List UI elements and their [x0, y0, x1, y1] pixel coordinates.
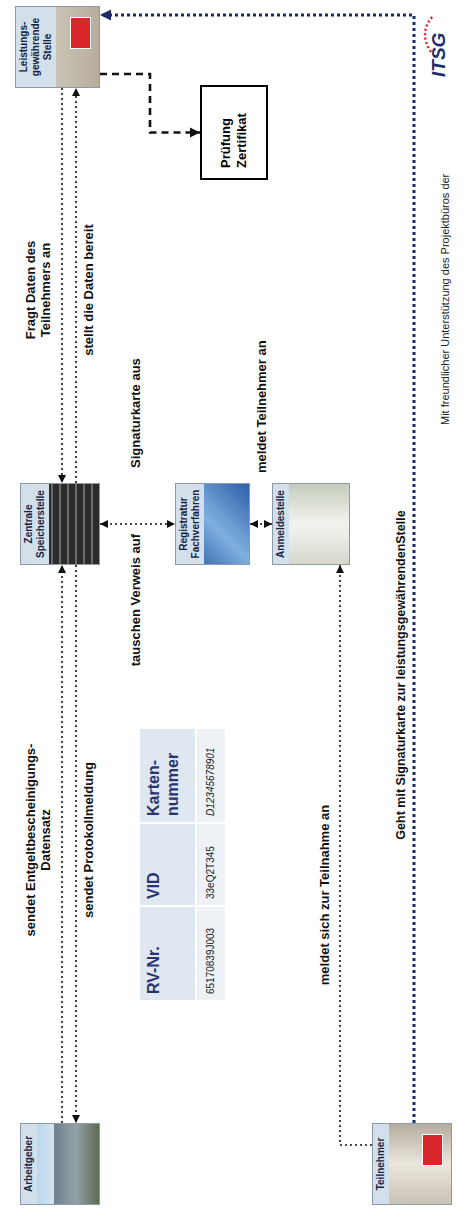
connector-note: Signaturkarte aus [128, 310, 143, 470]
node-header: Registratur Fachverfahren [176, 484, 204, 564]
table-text: RV-Nr. [144, 913, 163, 994]
connector [100, 520, 175, 528]
data-table: RV-Nr. VID Karten- nummer 65170839J003 33eQ2… [140, 727, 225, 1000]
edge-label: meldet Teilnehmer an [254, 295, 269, 475]
table-header-cell: RV-Nr. [140, 907, 195, 1000]
arrowhead [58, 475, 66, 483]
arrowhead [264, 520, 272, 528]
participant-node: Teilnehmer [372, 1123, 452, 1205]
arrowhead [72, 88, 80, 96]
storage-node: Zentrale Speicherstelle [20, 483, 100, 565]
edge-label: meldet sich zur Teilnahme an [317, 765, 332, 1025]
node-header: Anmeldestelle [273, 484, 289, 564]
connector-line [100, 74, 200, 133]
certificate-check-box: Prüfung Zertifikat [200, 85, 268, 180]
connector [100, 10, 414, 1124]
connector-line [75, 565, 77, 1123]
connector-line [61, 88, 63, 483]
arrowhead [167, 520, 175, 528]
table-text: 65170839J003 [204, 913, 218, 994]
edge-label: sendet Entgeltbescheinigungs- Datensatz [23, 715, 53, 965]
registry-node: Registratur Fachverfahren [175, 483, 250, 565]
table-text: D12345678901 [204, 735, 218, 816]
node-label: Leistungs- gewährende Stelle [18, 10, 54, 84]
node-header: Teilnehmer [373, 1124, 389, 1204]
arrowhead [336, 565, 344, 573]
benefit-agency-node: Leistungs- gewährende Stelle [15, 6, 100, 88]
node-label: Anmeldestelle [275, 487, 287, 561]
table-header-cell: Karten- nummer [140, 729, 195, 822]
table-data-cell: 65170839J003 [197, 907, 225, 1000]
connector [72, 565, 80, 1123]
table-data-cell: 33eQ2T345 [197, 824, 225, 905]
node-label: Prüfung Zertifikat [218, 97, 250, 168]
arrowhead [100, 520, 108, 528]
connector-line [340, 565, 372, 1145]
registration-node: Anmeldestelle [272, 483, 350, 565]
edge-label: tauschen Verweis auf [128, 532, 143, 720]
node-header: Leistungs- gewährende Stelle [16, 7, 56, 87]
box-text: Prüfung Zertifikat [218, 97, 250, 168]
signature-card [70, 17, 91, 49]
arrowhead [250, 520, 258, 528]
connector [72, 88, 80, 483]
arrowhead [58, 565, 66, 573]
table-text: VID [144, 830, 163, 899]
edge-label: sendet Protokollmeldung [81, 735, 96, 945]
table-header-cell: VID [140, 824, 195, 905]
arrowhead [72, 1115, 80, 1123]
edge-label: Fragt Daten des Teilnehmers an [23, 215, 53, 365]
edge-label: stellt die Daten bereit [81, 185, 96, 395]
connector [100, 74, 200, 138]
table-data-cell: D12345678901 [197, 729, 225, 822]
arrowhead [190, 128, 200, 138]
edge-label: Geht mit Signaturkarte zur leistungsgewä… [394, 455, 409, 895]
connector-line [100, 523, 175, 525]
credit-note: Mit freundlicher Unterstützung des Proje… [439, 85, 451, 425]
node-label: Arbeitgeber [23, 1127, 35, 1201]
node-header: Zentrale Speicherstelle [21, 484, 49, 564]
node-label: Registratur Fachverfahren [178, 487, 202, 561]
signature-card [422, 1134, 443, 1166]
arrowhead [100, 10, 111, 21]
connector-line [61, 565, 63, 1123]
table-text: 33eQ2T345 [204, 830, 218, 899]
table-text: Karten- nummer [144, 735, 182, 816]
connector [58, 88, 66, 483]
node-header: Arbeitgeber [21, 1124, 37, 1204]
node-label: Zentrale Speicherstelle [23, 487, 47, 561]
employer-node: Arbeitgeber [20, 1123, 100, 1205]
connector-line [100, 15, 414, 1123]
node-label: Teilnehmer [375, 1127, 387, 1201]
connector [250, 520, 272, 528]
connector-line [75, 88, 77, 483]
logo-text: ITSG [428, 17, 450, 77]
connector [58, 565, 66, 1123]
connector [336, 565, 372, 1145]
